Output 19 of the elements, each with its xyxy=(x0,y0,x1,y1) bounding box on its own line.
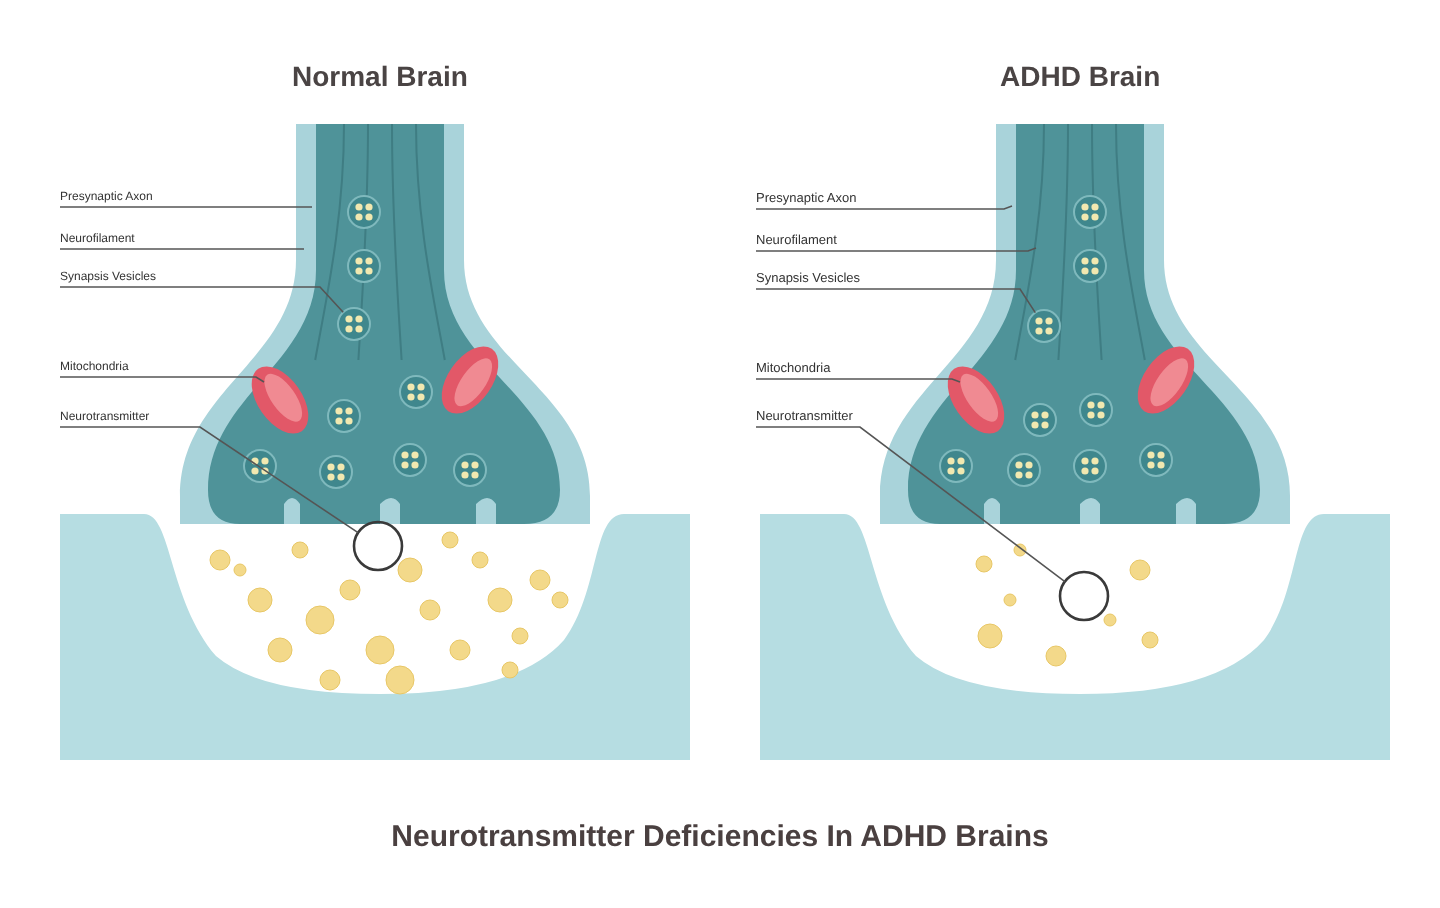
leader-line xyxy=(755,205,1013,210)
leader-line xyxy=(755,426,1066,583)
leader-line xyxy=(59,426,359,534)
mitochondrion-icon xyxy=(947,366,1005,434)
leader-line xyxy=(755,247,1037,252)
caption: Neurotransmitter Deficiencies In ADHD Brains xyxy=(389,820,1051,854)
leader-line xyxy=(755,288,1037,314)
synaptic-vesicle-icon xyxy=(337,307,371,341)
panel-title: Normal Brain xyxy=(292,60,468,92)
highlight-circle xyxy=(352,520,404,572)
leader-line xyxy=(59,206,313,208)
mitochondrion-icon xyxy=(251,366,309,434)
highlight-circle xyxy=(1058,570,1110,622)
leader-line xyxy=(59,286,344,314)
leader-line xyxy=(59,248,305,250)
leader-line xyxy=(755,378,961,383)
synaptic-vesicle-icon xyxy=(1027,309,1061,343)
panel-title: ADHD Brain xyxy=(1000,60,1161,92)
leader-line xyxy=(59,376,265,383)
